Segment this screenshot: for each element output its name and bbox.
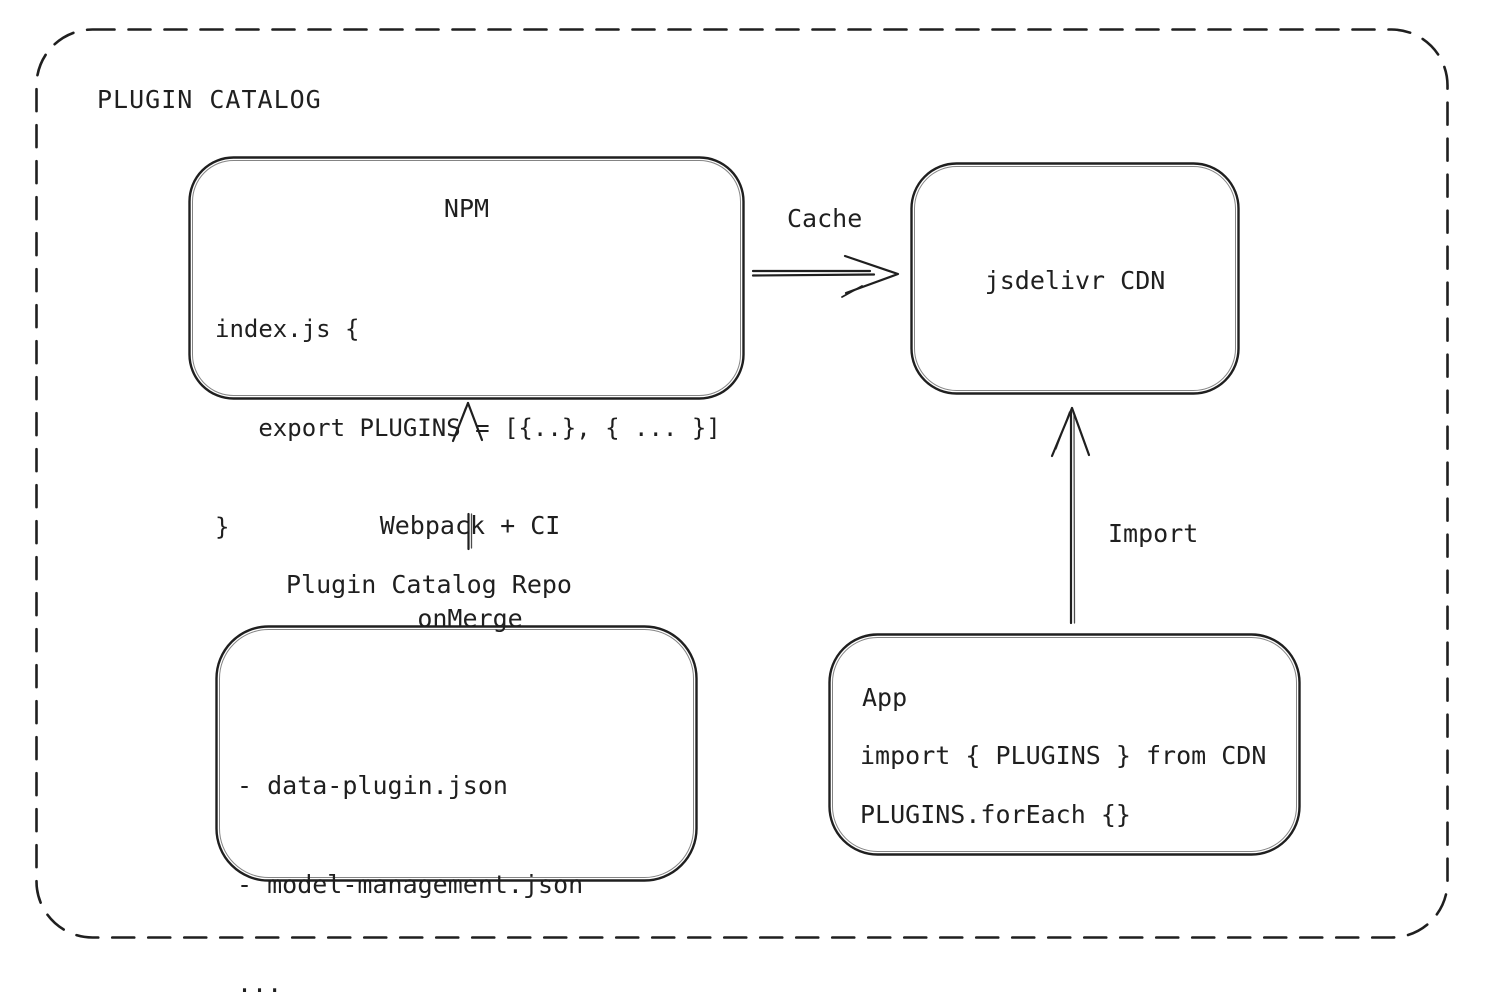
- repo-file-item: - model-management.json: [237, 870, 584, 899]
- repo-label: Plugin Catalog Repo: [286, 570, 572, 599]
- npm-code-line: index.js {: [215, 315, 360, 343]
- import-arrow: [1050, 406, 1091, 625]
- build-arrow-label: Webpack + CI onMerge: [340, 448, 600, 696]
- build-arrow-label-line1: Webpack + CI: [379, 511, 561, 540]
- repo-file-list: - data-plugin.json - model-management.js…: [237, 703, 583, 1002]
- app-title: App: [862, 683, 908, 712]
- npm-code-line: export PLUGINS = [{..}, { ... }]: [215, 414, 721, 442]
- import-arrow-label: Import: [1108, 519, 1199, 548]
- build-arrow-label-line2: onMerge: [417, 604, 523, 633]
- cdn-label: jsdelivr CDN: [984, 266, 1166, 295]
- app-code-line: PLUGINS.forEach {}: [860, 800, 1131, 829]
- repo-box: [215, 625, 698, 882]
- app-code-line: import { PLUGINS } from CDN: [860, 741, 1267, 770]
- cdn-box: [910, 162, 1240, 395]
- repo-file-item: - data-plugin.json: [237, 771, 508, 800]
- plugin-catalog-frame: [35, 28, 1449, 939]
- npm-code: index.js { export PLUGINS = [{..}, { ...…: [215, 247, 721, 610]
- cache-arrow: [751, 254, 900, 298]
- npm-title: NPM: [443, 194, 490, 223]
- npm-code-line: }: [215, 513, 230, 541]
- cache-arrow-label: Cache: [787, 204, 863, 233]
- repo-file-item: ...: [237, 969, 283, 998]
- build-arrow: [451, 401, 484, 551]
- npm-box: [188, 156, 745, 400]
- frame-title: PLUGIN CATALOG: [97, 85, 322, 114]
- app-box: [828, 633, 1301, 856]
